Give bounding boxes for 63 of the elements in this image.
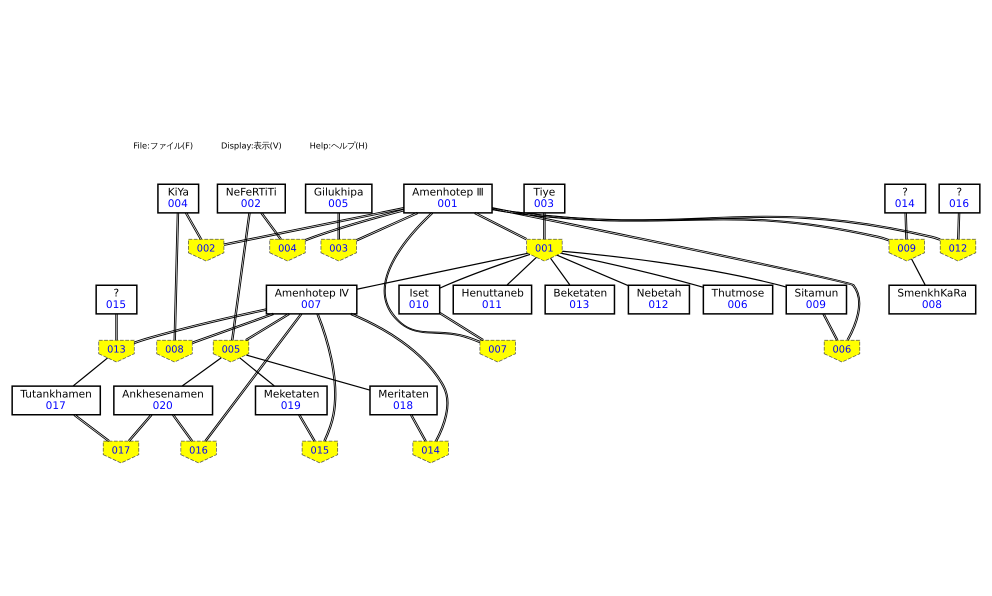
node-box: Ankhesenamen 020 [113, 385, 214, 416]
label: Help:ヘルプ(H) [310, 140, 368, 151]
connector [134, 308, 267, 344]
label: Display:表示(V) [220, 140, 282, 151]
node-box: Nebetah 012 [628, 284, 690, 315]
connector [245, 312, 290, 342]
connector [182, 357, 222, 387]
connector [492, 207, 860, 341]
connector [174, 212, 180, 341]
node-box: Amenhotep Ⅲ 001 [403, 183, 493, 214]
connector [356, 212, 418, 242]
connector [543, 212, 546, 240]
node-box: Meketaten 019 [254, 385, 328, 416]
node-box: Beketaten 013 [544, 284, 616, 315]
node-box: KiYa 004 [157, 183, 200, 214]
connector [911, 258, 926, 286]
connector [561, 252, 704, 288]
connector [73, 414, 110, 442]
connector [410, 414, 427, 442]
connector [384, 212, 481, 344]
connector [562, 250, 786, 288]
node-box: Tiye 003 [523, 183, 566, 214]
connector [822, 313, 838, 341]
connector [440, 254, 530, 289]
node-box: ? 015 [95, 284, 138, 315]
connector [260, 212, 282, 240]
connector [223, 207, 404, 246]
node-box: Meritaten 018 [369, 385, 438, 416]
node-box: ? 014 [884, 183, 926, 214]
connector [128, 414, 152, 442]
connector [550, 258, 570, 286]
connector [246, 354, 370, 391]
connector [115, 313, 118, 341]
connector [304, 209, 404, 242]
connector [904, 212, 908, 240]
node-box: NeFeRTiTi 002 [216, 183, 286, 214]
connector [338, 212, 340, 240]
connector [474, 212, 528, 240]
node-box: Amenhotep Ⅳ 007 [266, 284, 358, 315]
node-box: SmenkhKaRa 008 [888, 284, 976, 315]
connector [957, 212, 960, 240]
node-box: Gilukhipa 005 [304, 183, 373, 214]
node-box: Iset 010 [398, 284, 440, 315]
node-box: ? 016 [938, 183, 981, 214]
node-box: Thutmose 006 [702, 284, 774, 315]
node-box: Tutankhamen 017 [11, 385, 102, 416]
node-box: Henuttaneb 011 [452, 284, 532, 315]
connector [356, 252, 528, 290]
connector [298, 414, 316, 442]
connector [316, 313, 336, 442]
connector [172, 414, 194, 442]
connector [184, 212, 202, 240]
connector [506, 257, 537, 286]
connector [204, 312, 302, 442]
label: File:ファイル(F) [133, 140, 194, 151]
node-box: Sitamun 009 [785, 284, 848, 315]
connector [556, 254, 629, 286]
connector [350, 312, 449, 442]
connector [192, 312, 274, 344]
connector [231, 212, 251, 341]
connector [240, 358, 275, 386]
connector [438, 312, 484, 342]
connector [72, 358, 108, 386]
